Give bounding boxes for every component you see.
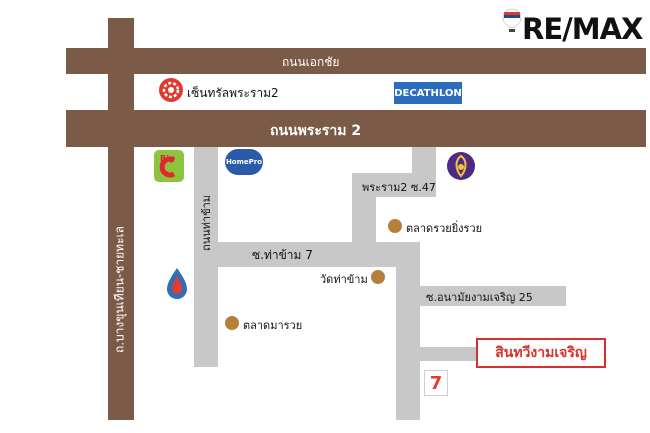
seven-eleven-label: 7 xyxy=(429,372,443,394)
target-location-box: สินทวีงามเจริญ xyxy=(476,338,606,368)
remax-wordmark: RE/MAX xyxy=(522,12,643,46)
remax-balloon-icon xyxy=(502,8,522,32)
thakham-road xyxy=(194,147,218,367)
rama2-label: ถนนพระราม 2 xyxy=(270,123,362,139)
bangkhunthian-label: ถ.บางขุนเทียน-ชายทะเล xyxy=(112,226,127,354)
ptt-logo xyxy=(164,266,190,300)
remax-logo: RE/MAX xyxy=(502,8,646,48)
wat-thakham-label: วัดท่าข้าม xyxy=(320,273,368,286)
bank-logo xyxy=(446,151,476,181)
soi-thakham7-branch xyxy=(396,242,420,420)
soi-thakham7-road xyxy=(218,242,418,267)
target-access-road xyxy=(418,347,476,361)
ekkachai-road xyxy=(66,48,646,74)
ekkachai-label: ถนนเอกชัย xyxy=(282,55,340,69)
talad-ruayying-dot xyxy=(388,219,402,233)
soi-anamai25-label: ซ.อนามัยงามเจริญ 25 xyxy=(426,291,533,304)
soi-anamai25-road xyxy=(418,286,566,306)
soi-rama2-47-label: พระราม2 ซ.47 xyxy=(362,181,436,194)
talad-maruay-label: ตลาดมารวย xyxy=(243,319,303,332)
central-logo xyxy=(158,77,184,103)
wat-thakham-dot xyxy=(371,270,385,284)
homepro-label: HomePro xyxy=(225,158,263,166)
soi-rama2-47-connector xyxy=(352,173,376,267)
rama2-road xyxy=(66,110,646,147)
seven-eleven-logo: 7 xyxy=(424,370,448,396)
bangkhunthian-road xyxy=(108,18,134,420)
target-location-label: สินทวีงามเจริญ xyxy=(495,345,587,361)
homepro-logo: HomePro xyxy=(225,149,263,175)
decathlon-logo: DECATHLON xyxy=(394,82,462,104)
central-label: เซ็นทรัลพระราม2 xyxy=(187,86,279,100)
talad-maruay-dot xyxy=(225,316,239,330)
soi-thakham7-label: ซ.ท่าข้าม 7 xyxy=(252,248,313,262)
thakham-label: ถนนท่าข้าม xyxy=(200,194,213,252)
big-c-logo: Big xyxy=(154,150,184,182)
decathlon-label: DECATHLON xyxy=(394,87,462,99)
svg-text:Big: Big xyxy=(160,154,175,163)
talad-ruayying-label: ตลาดรวยยิ่งรวย xyxy=(406,222,483,235)
